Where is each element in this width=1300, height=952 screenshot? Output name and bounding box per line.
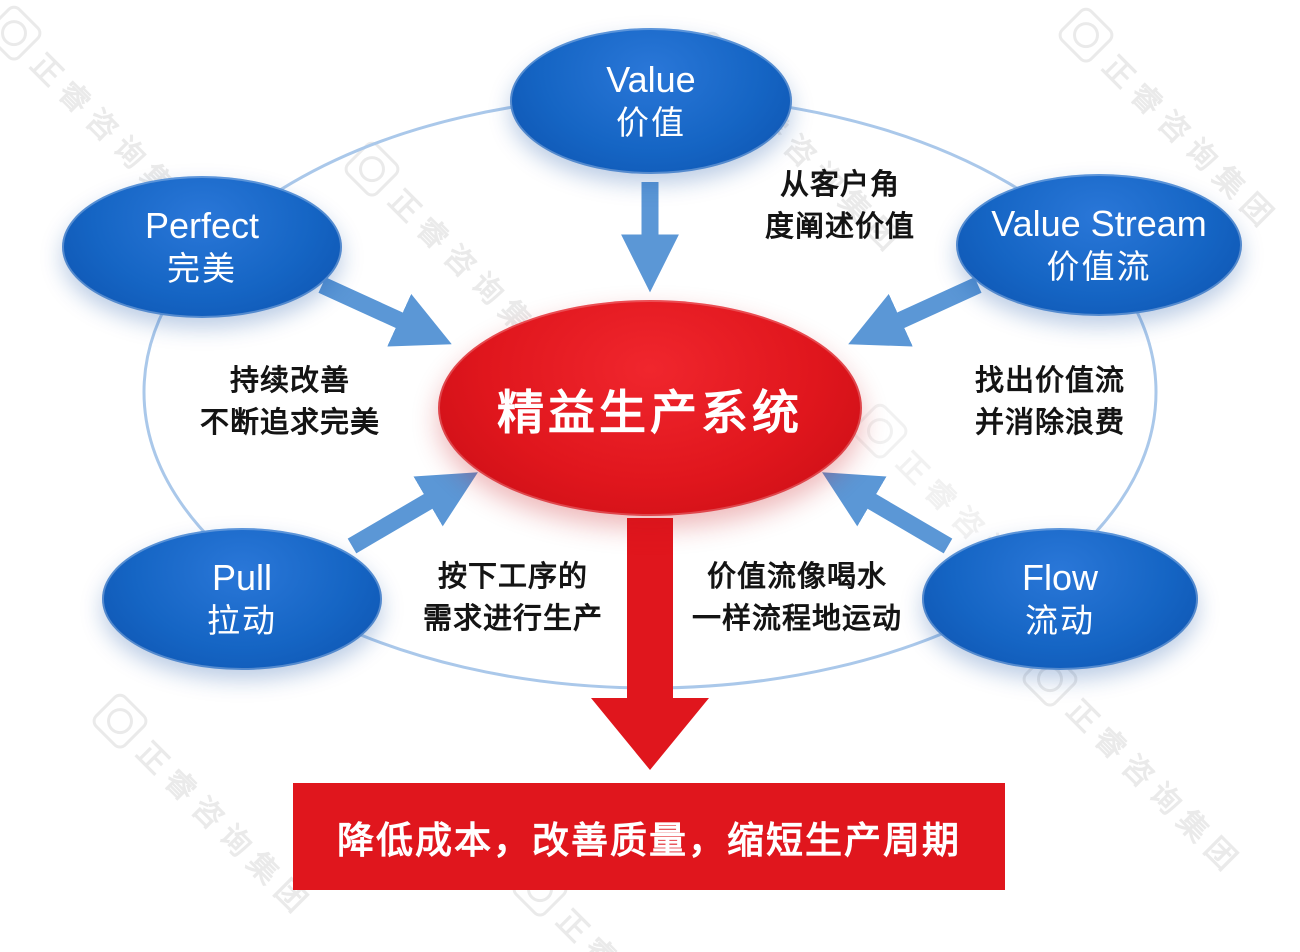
annotation-value-line1: 从客户角 [779, 169, 900, 201]
node-pull-label-en: Pull [211, 557, 273, 599]
node-value-stream-label-en: Value Stream [991, 203, 1207, 245]
node-flow: Flow 流动 [922, 528, 1198, 670]
arrow-value-stream-to-center [848, 277, 982, 347]
annotation-value-line2: 度阐述价值 [764, 211, 915, 244]
result-banner-label: 降低成本，改善质量，缩短生产周期 [337, 819, 961, 861]
arrow-flow-to-center [822, 472, 953, 554]
node-flow-label-zh: 流动 [1025, 602, 1095, 640]
node-perfect-label-en: Perfect [144, 205, 260, 247]
center-label: 精益生产系统 [497, 385, 803, 439]
arrow-center-to-banner [591, 518, 709, 770]
node-value-stream: Value Stream 价值流 [956, 174, 1242, 316]
annotation-value-stream-line1: 找出价值流 [974, 365, 1125, 397]
node-perfect: Perfect 完美 [62, 176, 342, 318]
node-value-stream-label-zh: 价值流 [1046, 248, 1152, 286]
annotation-perfect-line1: 持续改善 [229, 365, 350, 397]
node-pull: Pull 拉动 [102, 528, 382, 670]
annotation-value-stream-line2: 并消除浪费 [974, 407, 1125, 440]
annotation-flow-line1: 价值流像喝水 [706, 561, 887, 593]
annotation-flow: 价值流像喝水 一样流程地运动 [672, 556, 922, 640]
annotation-perfect: 持续改善 不断追求完美 [172, 360, 408, 444]
annotation-pull-line2: 需求进行生产 [422, 603, 603, 636]
node-pull-label-zh: 拉动 [207, 602, 277, 640]
node-center-lean-production: 精益生产系统 [438, 300, 862, 516]
node-value-label-zh: 价值 [616, 104, 686, 142]
annotation-pull-line1: 按下工序的 [437, 561, 588, 593]
node-flow-label-en: Flow [1021, 557, 1098, 599]
node-perfect-label-zh: 完美 [167, 250, 237, 288]
node-value-label-en: Value [606, 59, 696, 101]
arrow-pull-to-center [347, 472, 478, 554]
annotation-pull: 按下工序的 需求进行生产 [398, 556, 628, 640]
annotation-perfect-line2: 不断追求完美 [199, 407, 380, 440]
annotation-value-stream: 找出价值流 并消除浪费 [932, 360, 1168, 444]
annotation-flow-line2: 一样流程地运动 [691, 603, 902, 636]
arrow-perfect-to-center [318, 277, 452, 347]
node-value: Value 价值 [510, 28, 792, 174]
annotation-value: 从客户角 度阐述价值 [728, 164, 952, 248]
result-banner: 降低成本，改善质量，缩短生产周期 [293, 783, 1005, 890]
